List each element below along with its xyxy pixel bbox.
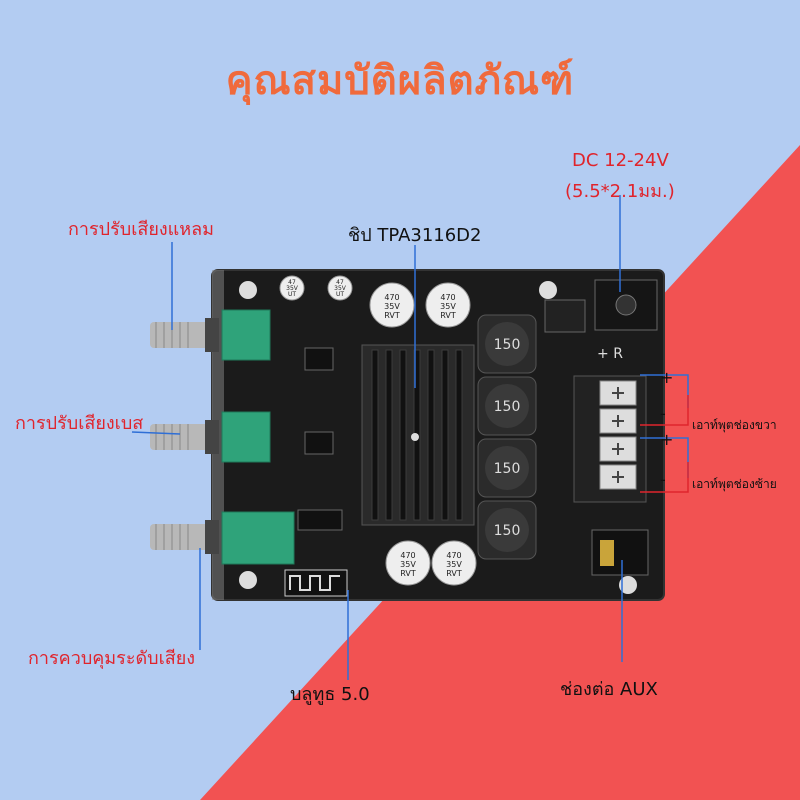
cap-text: 35V bbox=[400, 560, 416, 569]
right-output-label: เอาท์พุตช่องขวา bbox=[692, 418, 777, 432]
volume-knob bbox=[150, 511, 295, 565]
bluetooth-label: บลูทูธ 5.0 bbox=[290, 684, 370, 705]
cap-text: 35V bbox=[440, 302, 456, 311]
left-minus-sign: - bbox=[660, 470, 666, 489]
cap-text: 35V bbox=[384, 302, 400, 311]
left-plus-sign: + bbox=[660, 430, 674, 449]
plug-text: + R bbox=[597, 346, 623, 362]
inductor-label: 150 bbox=[494, 523, 521, 539]
bass-knob bbox=[150, 411, 271, 463]
svg-text:47: 47 bbox=[288, 279, 296, 286]
right-plus-sign: + bbox=[660, 368, 674, 387]
inductor-label: 150 bbox=[494, 337, 521, 353]
cap-text: RVT bbox=[384, 311, 400, 320]
treble-label: การปรับเสียงแหลม bbox=[68, 219, 215, 240]
cap-text: 470 bbox=[440, 293, 455, 302]
right-minus-sign: - bbox=[660, 404, 666, 423]
dc-label-line1: DC 12-24V bbox=[572, 150, 669, 171]
svg-text:47: 47 bbox=[336, 279, 344, 286]
treble-knob bbox=[150, 309, 271, 361]
cap-text: RVT bbox=[400, 569, 416, 578]
cap-text: 470 bbox=[400, 551, 415, 560]
svg-text:UT: UT bbox=[336, 291, 344, 298]
cap-text: RVT bbox=[440, 311, 456, 320]
volume-label: การควบคุมระดับเสียง bbox=[28, 648, 196, 669]
dc-label-line2: (5.5*2.1มม.) bbox=[565, 181, 675, 202]
page-title: คุณสมบัติผลิตภัณฑ์ bbox=[225, 58, 575, 104]
left-output-label: เอาท์พุตช่องซ้าย bbox=[692, 477, 777, 491]
cap-text: RVT bbox=[446, 569, 462, 578]
cap-text: 470 bbox=[384, 293, 399, 302]
cap-text: 35V bbox=[446, 560, 462, 569]
inductor-label: 150 bbox=[494, 461, 521, 477]
bass-label: การปรับเสียงเบส bbox=[15, 413, 144, 434]
aux-label: ช่องต่อ AUX bbox=[560, 679, 658, 700]
svg-text:35V: 35V bbox=[286, 285, 299, 292]
svg-text:35V: 35V bbox=[334, 285, 347, 292]
inductors bbox=[477, 314, 537, 560]
chip-label: ชิป TPA3116D2 bbox=[348, 225, 482, 246]
inductor-label: 150 bbox=[494, 399, 521, 415]
cap-text: 470 bbox=[446, 551, 461, 560]
svg-text:UT: UT bbox=[288, 291, 296, 298]
